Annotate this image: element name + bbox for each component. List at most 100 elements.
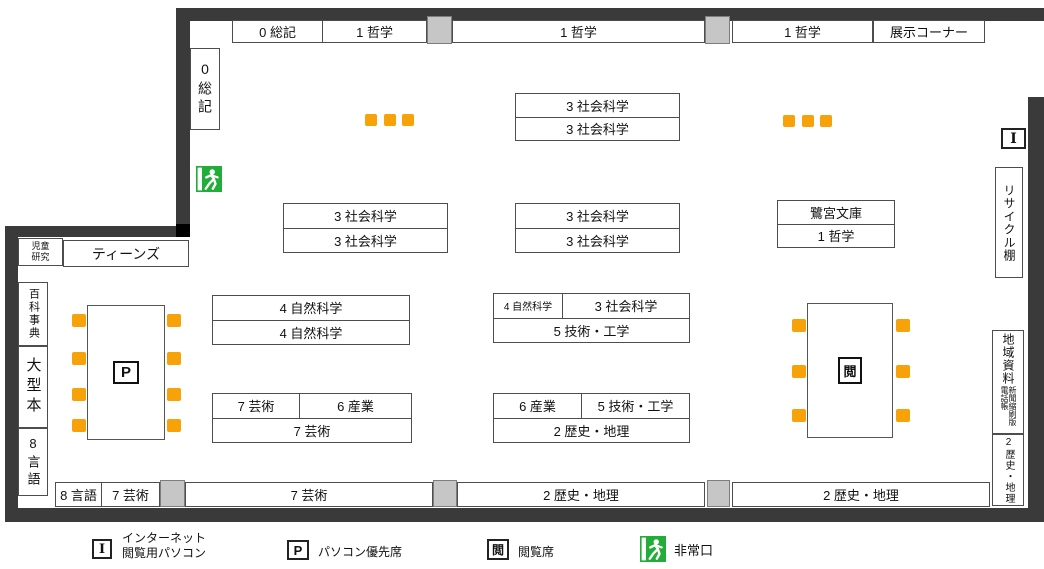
pillar bbox=[707, 480, 730, 507]
chair bbox=[167, 388, 181, 401]
chair bbox=[167, 419, 181, 432]
chair bbox=[896, 409, 910, 422]
shelf-teens: ティーンズ bbox=[63, 240, 189, 267]
shelf-label: 4 自然科学 bbox=[213, 319, 409, 345]
shelf-label: 3 社会科学 bbox=[284, 227, 447, 253]
shelf-sokki-vertical: 0総記 bbox=[190, 48, 220, 130]
legend-internet-line2: 閲覧用パソコン bbox=[122, 546, 207, 560]
seat-dot bbox=[783, 115, 795, 127]
shelf-label: 電話帳 bbox=[1000, 386, 1009, 410]
legend-emergency-exit-icon bbox=[640, 536, 666, 562]
legend-reading-seat-label: 閲覧席 bbox=[518, 545, 555, 559]
legend-internet-icon: I bbox=[92, 539, 112, 559]
shelf-shizen-shakai-gijutsu: 4 自然科学 3 社会科学 5 技術・工学 bbox=[493, 293, 690, 343]
shelf-label: 2歴史・地理 bbox=[1003, 436, 1014, 504]
legend-pc-priority-icon-label: P bbox=[293, 542, 303, 558]
shelf-label: 6 産業 bbox=[299, 394, 411, 418]
shelf-recycle: リサイクル棚 bbox=[995, 167, 1023, 278]
shelf-label: リサイクル棚 bbox=[1002, 183, 1016, 262]
shelf-label: 3 社会科学 bbox=[516, 116, 679, 141]
internet-pc-marker-label: I bbox=[1010, 130, 1017, 147]
shelf-bottom-rekishi-2: 2 歴史・地理 bbox=[732, 482, 990, 507]
legend-internet-line1: インターネット bbox=[122, 531, 207, 545]
shelf-label: 2 歴史・地理 bbox=[494, 417, 689, 443]
shelf-label: 1 哲学 bbox=[560, 25, 597, 40]
shelf-ogata-bon: 大型本 bbox=[18, 346, 48, 428]
shelf-label: 2 歴史・地理 bbox=[823, 488, 899, 503]
wall-mid-left bbox=[5, 226, 190, 237]
chair bbox=[72, 314, 86, 327]
legend-internet-icon-label: I bbox=[98, 541, 106, 557]
shelf-hyakka-jiten: 百科事典 bbox=[18, 282, 48, 346]
legend-reading-seat-icon-label: 閲 bbox=[491, 543, 504, 557]
chair bbox=[792, 365, 806, 378]
shelf-label: 8言語 bbox=[25, 435, 41, 489]
seat-dot bbox=[802, 115, 814, 127]
shelf-sagimiya-bunko: 鷺宮文庫 1 哲学 bbox=[777, 200, 895, 248]
emergency-exit-icon bbox=[196, 166, 222, 192]
seat-dot bbox=[365, 114, 377, 126]
wall-bottom bbox=[5, 508, 1044, 522]
shelf-label: 1 哲学 bbox=[778, 223, 894, 248]
pillar bbox=[433, 480, 457, 507]
shelf-label: 4 自然科学 bbox=[279, 301, 343, 317]
shelf-rekishi-vertical: 2歴史・地理 bbox=[992, 434, 1024, 506]
table-reading-seat: 閲 bbox=[807, 303, 893, 438]
shelf-label: 百科事典 bbox=[27, 288, 40, 340]
shelf-geijutsu-sangyo: 7 芸術 6 産業 7 芸術 bbox=[212, 393, 412, 443]
shelf-label: ティーンズ bbox=[91, 245, 161, 262]
shelf-label: 3 社会科学 bbox=[562, 294, 689, 318]
shelf-shizen-kagaku: 4 自然科学 4 自然科学 bbox=[212, 295, 410, 345]
shelf-label: 新聞縮刷版 bbox=[1008, 386, 1017, 426]
legend-emergency-exit-label: 非常口 bbox=[674, 543, 714, 558]
shelf-chiiki-shiryo: 地域資料 新聞縮刷版 電話帳 bbox=[992, 330, 1024, 434]
wall-left-lower bbox=[5, 226, 18, 522]
wall-corner bbox=[176, 224, 190, 237]
wall-top bbox=[176, 8, 1044, 21]
shelf-top-sokki-tetsugaku: 0 総記 1 哲学 bbox=[232, 20, 427, 43]
chair bbox=[792, 409, 806, 422]
wall-right bbox=[1028, 97, 1044, 522]
chair bbox=[72, 419, 86, 432]
legend-reading-seat-icon: 閲 bbox=[487, 539, 509, 560]
shelf-label: 0 総記 bbox=[259, 25, 296, 40]
chair bbox=[72, 388, 86, 401]
shelf-8-gengo-vertical: 8言語 bbox=[18, 428, 48, 496]
legend-pc-priority-icon: P bbox=[287, 540, 309, 560]
pillar bbox=[427, 16, 452, 44]
shelf-bottom-geijutsu-wide: 7 芸術 bbox=[185, 482, 433, 507]
shelf-label: 4 自然科学 bbox=[503, 302, 553, 314]
pc-priority-seat-label: P bbox=[112, 361, 139, 384]
pillar bbox=[160, 480, 185, 507]
shelf-label: 展示コーナー bbox=[889, 25, 968, 40]
chair bbox=[167, 314, 181, 327]
legend-pc-priority-label: パソコン優先席 bbox=[318, 545, 403, 559]
shelf-label: 3 社会科学 bbox=[516, 227, 679, 253]
shelf-label: 2 歴史・地理 bbox=[543, 488, 619, 503]
shelf-label: 研究 bbox=[31, 252, 50, 262]
shelf-top-tetsugaku-wide: 1 哲学 bbox=[452, 20, 705, 43]
seat-dot bbox=[402, 114, 414, 126]
chair bbox=[72, 352, 86, 365]
shelf-label: 7 芸術 bbox=[101, 483, 159, 506]
shelf-label: 5 技術・工学 bbox=[581, 394, 689, 418]
shelf-label: 児童 bbox=[31, 241, 50, 251]
shelf-sangyo-gijutsu-rekishi: 6 産業 5 技術・工学 2 歴史・地理 bbox=[493, 393, 690, 443]
table-pc-priority: P bbox=[87, 305, 165, 440]
seat-dot bbox=[820, 115, 832, 127]
shelf-shakai-mid-left: 3 社会科学 3 社会科学 bbox=[283, 203, 448, 253]
shelf-label: 地域資料 bbox=[1001, 333, 1015, 385]
chair bbox=[896, 365, 910, 378]
seat-dot bbox=[384, 114, 396, 126]
shelf-label: 3 社会科学 bbox=[566, 209, 629, 225]
shelf-label: 大型本 bbox=[24, 357, 42, 417]
shelf-label: 5 技術・工学 bbox=[494, 317, 689, 343]
shelf-label: 0総記 bbox=[197, 61, 213, 117]
shelf-exhibition-corner: 展示コーナー bbox=[873, 20, 985, 43]
shelf-label: 1 哲学 bbox=[784, 25, 821, 40]
shelf-label: 1 哲学 bbox=[322, 21, 426, 42]
wall-left-upper bbox=[176, 8, 190, 237]
shelf-label: 8 言語 bbox=[60, 488, 97, 503]
chair bbox=[167, 352, 181, 365]
